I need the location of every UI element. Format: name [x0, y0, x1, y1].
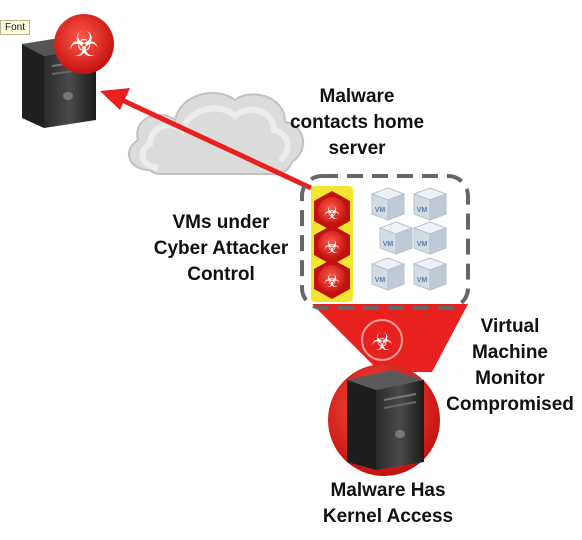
cloud-icon — [127, 91, 305, 176]
arrow-to-home-server — [100, 88, 313, 191]
kernel-server-icon — [328, 364, 440, 476]
svg-text:☣: ☣ — [371, 328, 393, 356]
biohazard-icon: ☣ — [54, 14, 114, 74]
svg-text:☣: ☣ — [69, 25, 99, 65]
svg-text:☣: ☣ — [324, 203, 340, 224]
vmm-label-line: Monitor — [475, 368, 545, 389]
home-server-label-line: Malware — [319, 86, 395, 107]
vms-control-label: VMs under Cyber Attacker Control — [146, 210, 296, 288]
vmm-label-line: Machine — [471, 342, 549, 363]
vm-cube-label: VM — [375, 277, 386, 284]
infected-vm-2: ☣ — [314, 225, 350, 265]
home-server-label-line: contacts home — [289, 112, 425, 133]
vm-cube-label: VM — [375, 207, 386, 214]
home-server-label: Malware contacts home server — [282, 84, 432, 162]
vm-cube-icon: VM — [412, 257, 448, 291]
vmm-label-line: Virtual — [480, 316, 540, 337]
svg-text:☣: ☣ — [324, 271, 340, 292]
vms-control-label-line: Cyber Attacker — [153, 238, 289, 259]
vm-cube-label: VM — [383, 241, 394, 248]
vm-cluster-border — [300, 174, 470, 310]
vm-cube-label: VM — [417, 241, 428, 248]
clean-vm-grid: VM VM VM VM VM VM — [370, 187, 448, 291]
vmm-compromise-beam: ☣ — [312, 304, 468, 372]
vm-cube-icon: VM — [370, 187, 406, 221]
vmm-compromised-label: Virtual Machine Monitor Compromised — [438, 314, 582, 418]
vm-cube-icon: VM — [412, 221, 448, 255]
home-server-label-line: server — [328, 138, 386, 159]
vm-cube-icon: VM — [370, 257, 406, 291]
vm-cube-icon: VM — [378, 221, 414, 255]
infected-vm-1: ☣ — [314, 191, 350, 231]
vms-control-label-line: VMs under — [172, 212, 270, 233]
vm-cube-label: VM — [417, 277, 428, 284]
vm-cube-label: VM — [417, 207, 428, 214]
svg-text:☣: ☣ — [324, 237, 340, 258]
vmm-label-line: Compromised — [446, 394, 574, 415]
kernel-label-line: Malware Has — [330, 480, 446, 501]
kernel-access-label: Malware Has Kernel Access — [316, 478, 460, 530]
vms-control-label-line: Control — [187, 264, 255, 285]
infected-vm-3: ☣ — [314, 259, 350, 299]
font-tooltip: Font — [0, 20, 31, 35]
kernel-label-line: Kernel Access — [322, 506, 454, 527]
vm-cube-icon: VM — [412, 187, 448, 221]
